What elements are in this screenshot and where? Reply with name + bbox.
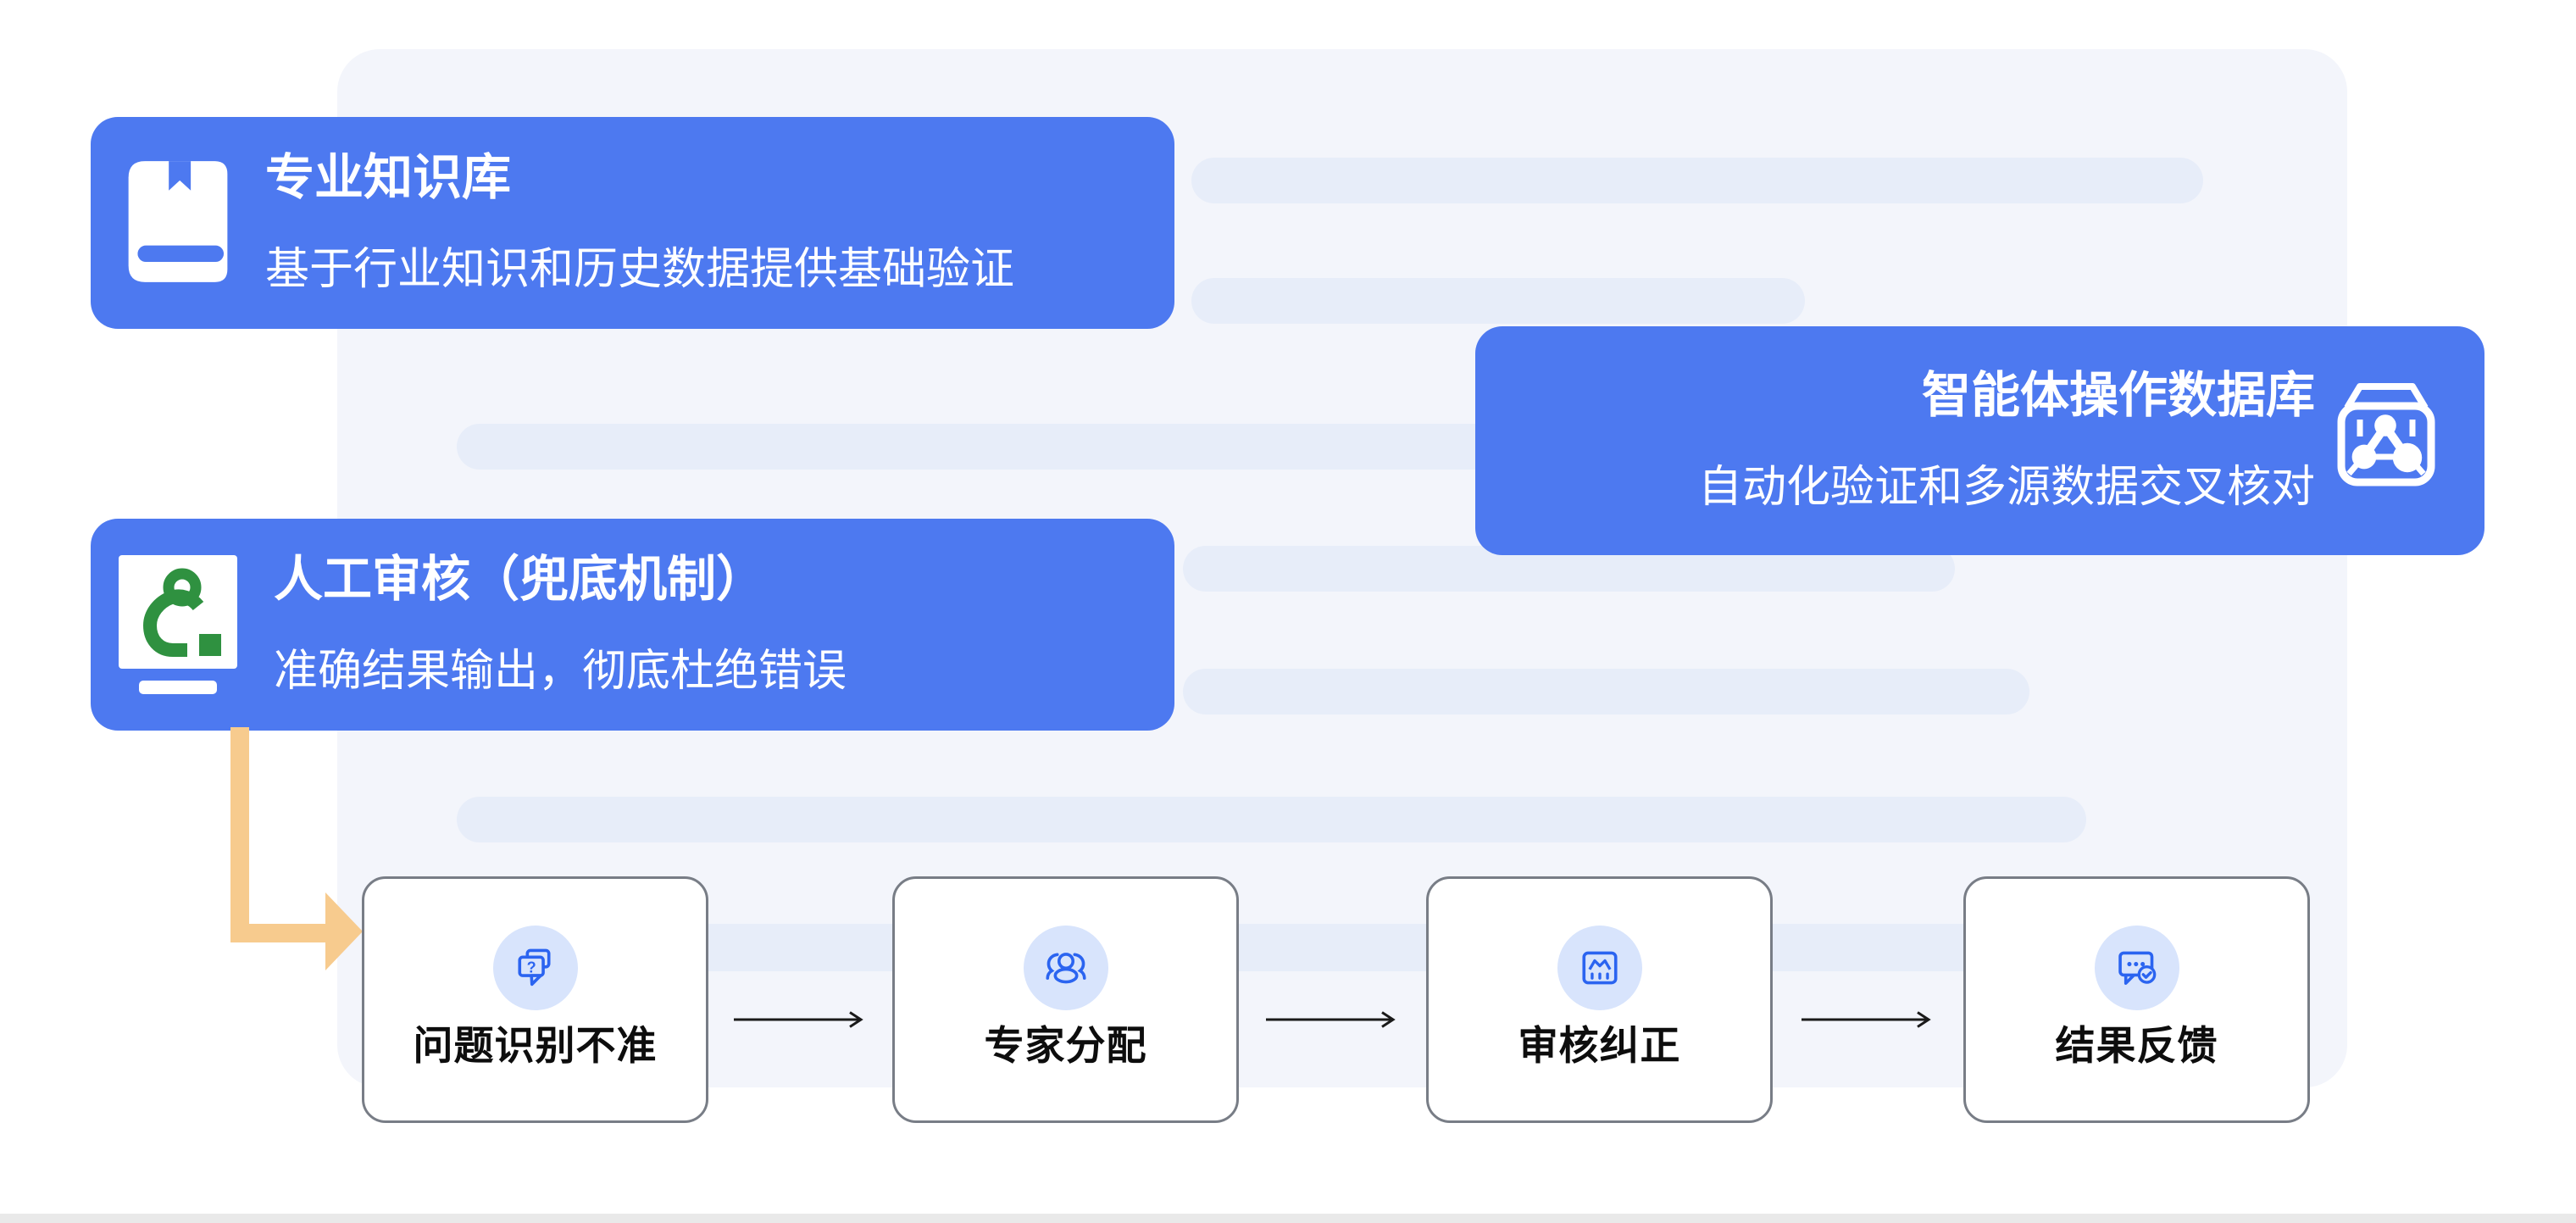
flow-step-label: 结果反馈 [2055, 1023, 2218, 1068]
data-cube-graph-icon [2335, 381, 2437, 497]
banner-subtitle: 自动化验证和多源数据交叉核对 [1697, 463, 2315, 512]
flow-card-feedback: 结果反馈 [1963, 876, 2310, 1123]
banner-title: 人工审核（兜底机制） [274, 552, 766, 607]
banner-agent-database: 智能体操作数据库 自动化验证和多源数据交叉核对 [1475, 326, 2484, 555]
skeleton-bar [1191, 158, 2203, 203]
question-bubbles-icon: ? [517, 948, 551, 987]
skeleton-bar [457, 797, 2086, 842]
elbow-arrow-head [325, 892, 363, 970]
right-arrow [734, 1011, 863, 1028]
icon-badge [2094, 926, 2179, 1010]
reviewer-monitor-icon [119, 555, 237, 698]
banner-title: 智能体操作数据库 [1921, 368, 2315, 423]
bottom-divider-strip [0, 1214, 2576, 1223]
skeleton-bar [457, 424, 1507, 470]
flow-step-label: 问题识别不准 [413, 1023, 658, 1068]
banner-knowledge-base: 专业知识库 基于行业知识和历史数据提供基础验证 [91, 117, 1174, 329]
banner-subtitle: 准确结果输出，彻底杜绝错误 [274, 647, 847, 696]
svg-text:?: ? [526, 959, 536, 976]
experts-group-icon [1045, 953, 1086, 984]
elbow-arrow-vertical [230, 727, 249, 942]
skeleton-bar [1183, 669, 2029, 714]
audit-frame-icon [1581, 951, 1618, 985]
right-arrow [1802, 1011, 1931, 1028]
skeleton-bar [1191, 278, 1805, 324]
banner-subtitle: 基于行业知识和历史数据提供基础验证 [265, 245, 1015, 294]
banner-title: 专业知识库 [265, 150, 512, 205]
flow-card-problem: ? 问题识别不准 [362, 876, 708, 1123]
elbow-arrow-horizontal [230, 924, 325, 942]
flow-card-audit: 审核纠正 [1426, 876, 1773, 1123]
right-arrow [1266, 1011, 1396, 1028]
feedback-bubble-check-icon [2118, 951, 2156, 985]
flow-card-assign: 专家分配 [892, 876, 1239, 1123]
icon-badge [1023, 926, 1108, 1010]
banner-manual-review: 人工审核（兜底机制） 准确结果输出，彻底杜绝错误 [91, 519, 1174, 731]
flow-step-label: 专家分配 [984, 1023, 1147, 1068]
book-icon [123, 159, 233, 288]
flow-step-label: 审核纠正 [1518, 1023, 1681, 1068]
icon-badge: ? [492, 926, 578, 1010]
icon-badge [1557, 926, 1642, 1010]
